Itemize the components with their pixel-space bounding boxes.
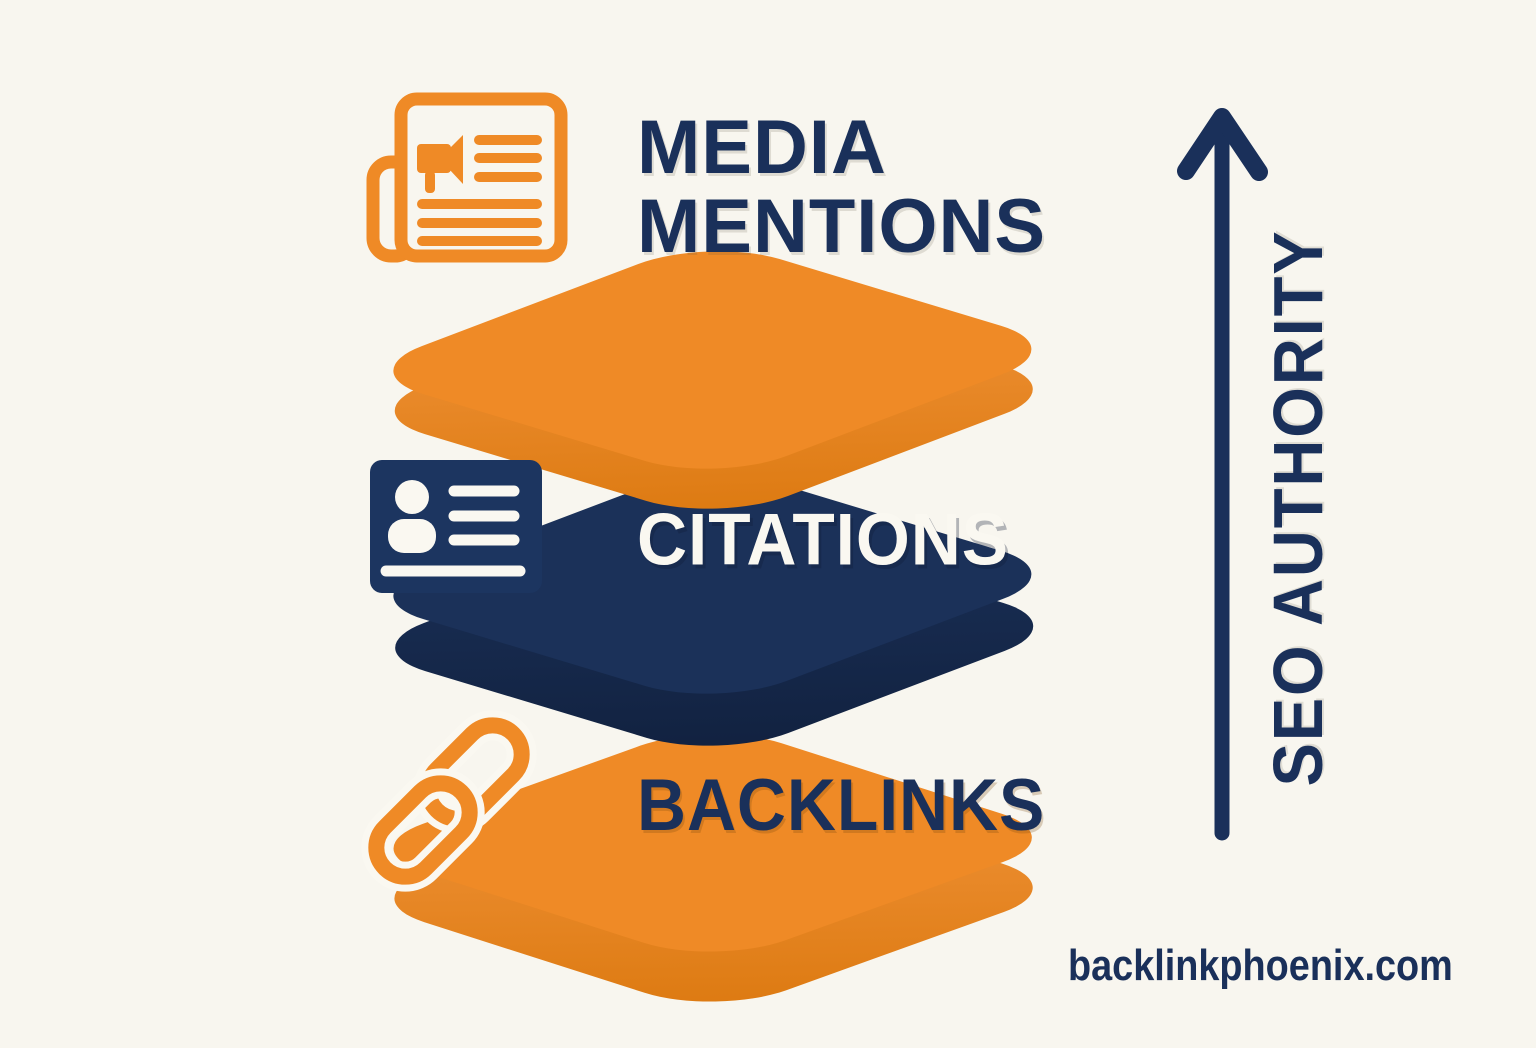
backlinks-label: BACKLINKS [637, 765, 1046, 846]
citations-label: CITATIONS [637, 499, 1009, 581]
media-mentions-slab-face [393, 251, 1032, 469]
seo-authority-axis-label: SEO AUTHORITY [1259, 229, 1337, 787]
infographic-canvas: MEDIA MENTIONS CITATIONS BACKLINKS SEO A… [361, 92, 1453, 1002]
citations-slab-face [393, 476, 1032, 694]
media-mentions-label-line1: MEDIA [637, 105, 887, 190]
up-arrow-icon [1177, 108, 1268, 841]
backlinks-layer-slab [393, 734, 1033, 1002]
website-watermark: backlinkphoenix.com [1068, 941, 1453, 990]
person-glyph [388, 480, 436, 553]
media-mentions-layer-slab [393, 251, 1033, 509]
backlinks-slab-face [393, 734, 1032, 952]
citations-layer-slab [393, 476, 1034, 746]
id-card-icon [370, 460, 542, 593]
newspaper-megaphone-icon [366, 92, 568, 263]
media-mentions-label-line2: MENTIONS [637, 184, 1047, 269]
chain-link-icon [361, 710, 537, 892]
megaphone-glyph [417, 135, 463, 193]
